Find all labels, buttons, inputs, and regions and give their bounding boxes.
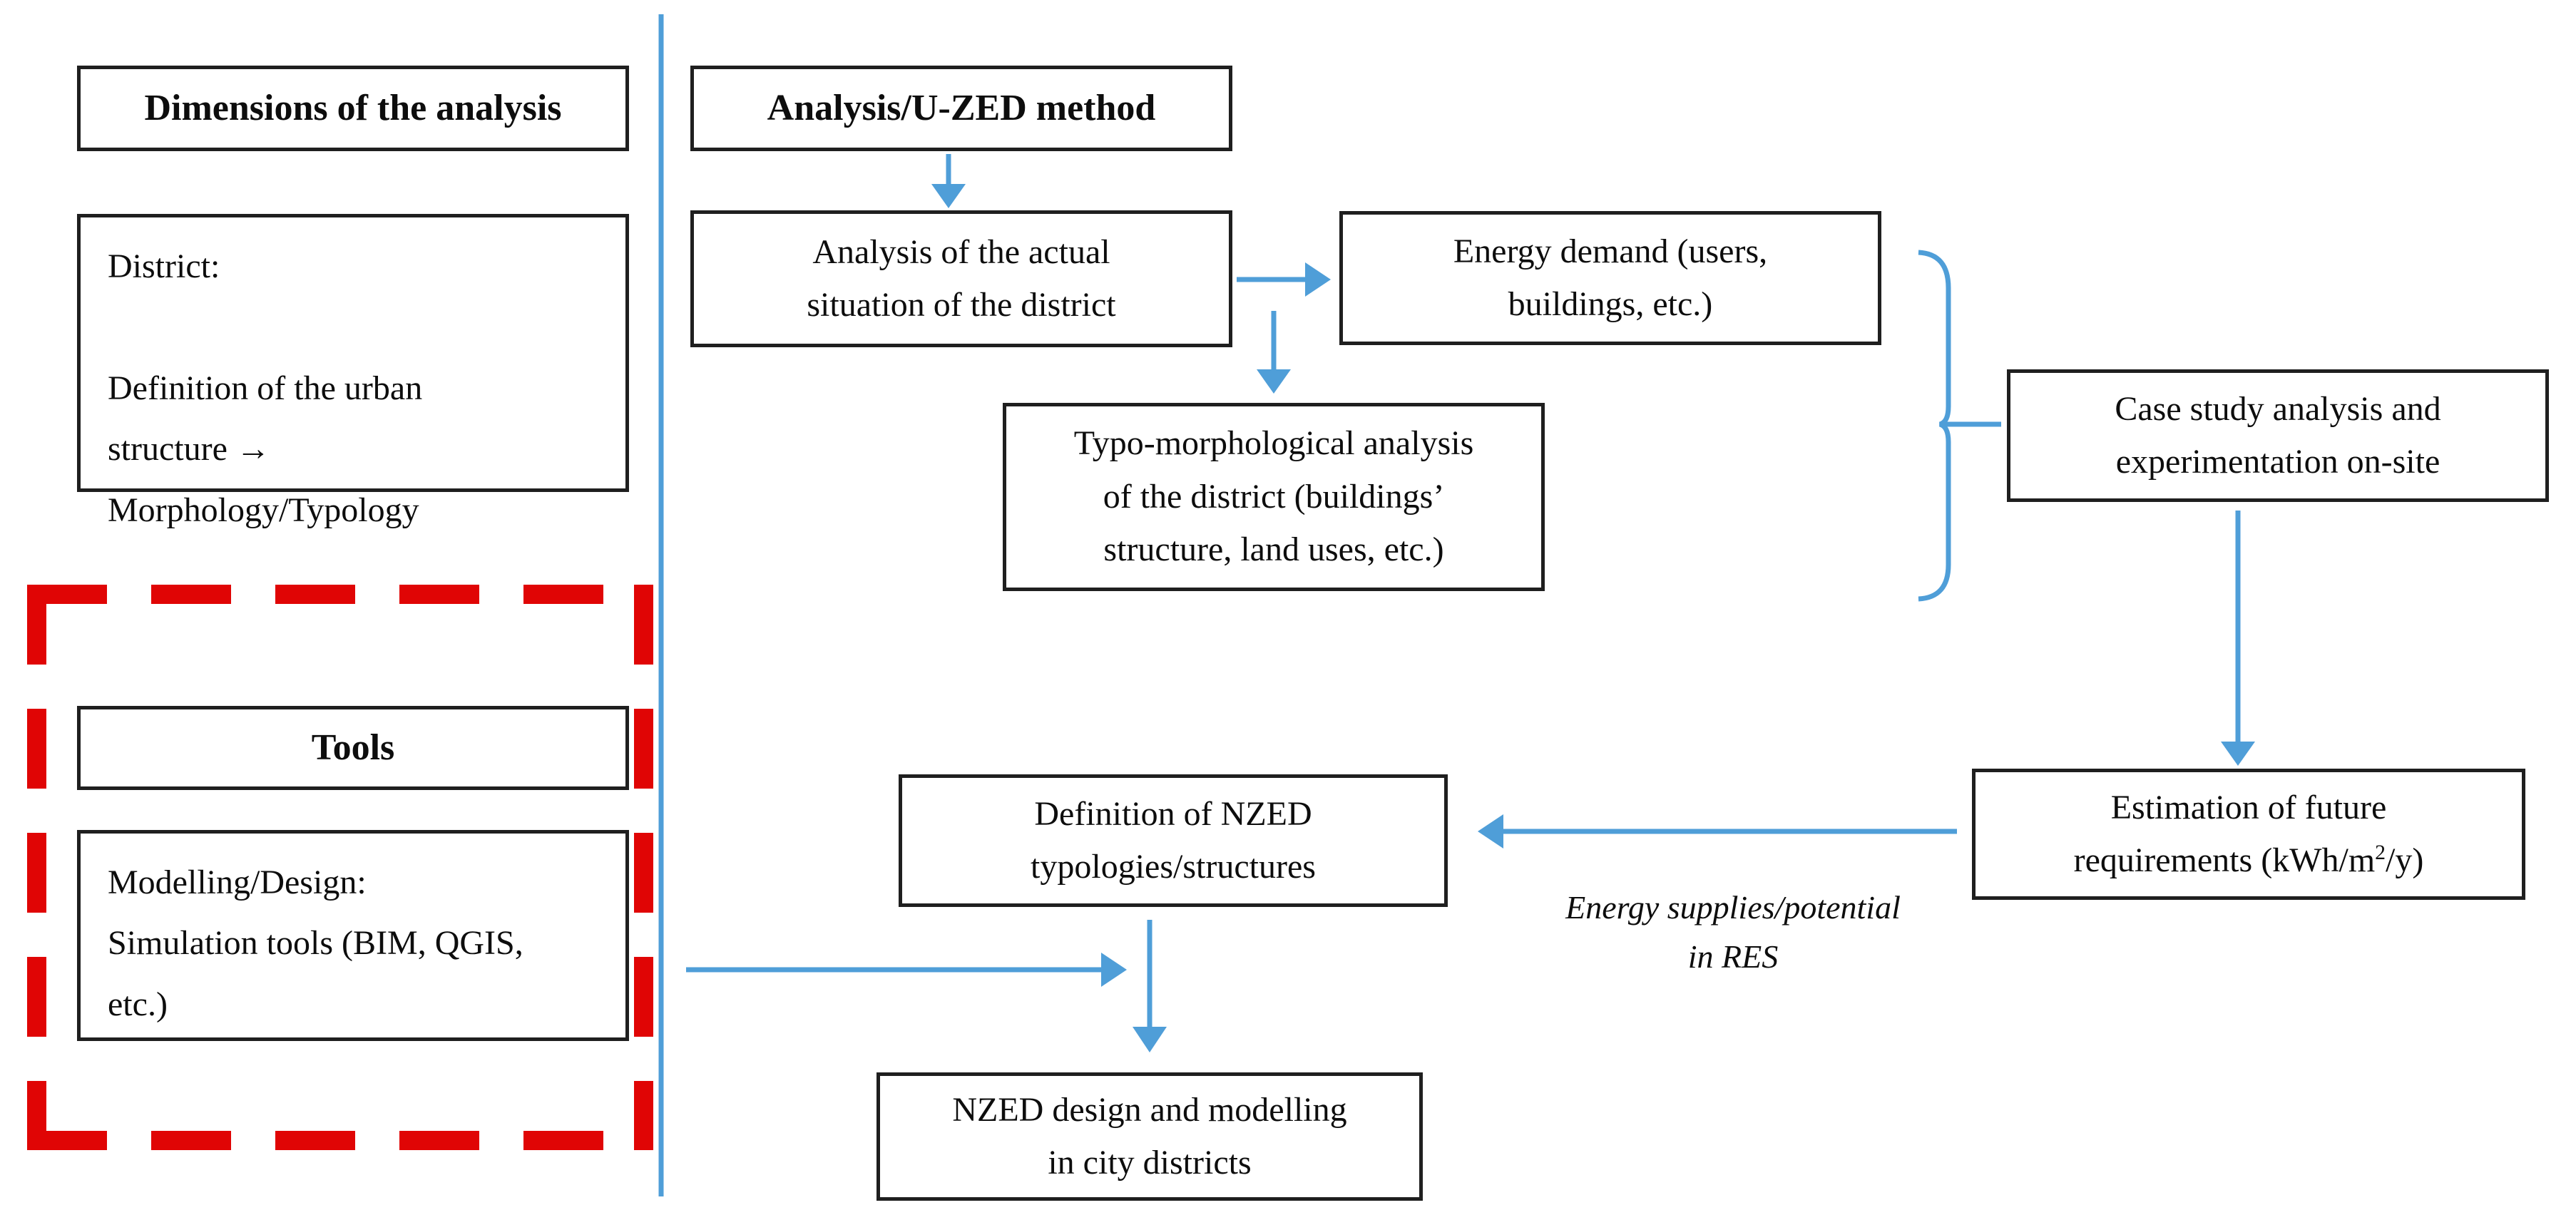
tools-frame-left — [27, 585, 46, 1150]
estimation-box: Estimation of future requirements (kWh/m… — [1972, 769, 2525, 900]
arrow-estimation-to-definition — [1478, 814, 1957, 849]
estimation-text: Estimation of future requirements (kWh/m… — [2073, 788, 2424, 879]
nzed-design-text: NZED design and modelling in city distri… — [952, 1090, 1347, 1181]
modelling-box: Modelling/Design: Simulation tools (BIM,… — [77, 830, 629, 1041]
grouping-brace — [1918, 250, 2001, 602]
arrow-analysis-to-energy — [1237, 262, 1331, 297]
definition-nzed-box: Definition of NZED typologies/structures — [899, 774, 1448, 907]
tools-header-box: Tools — [77, 706, 629, 790]
analysis-situation-text: Analysis of the actual situation of the … — [807, 232, 1116, 324]
tools-header-label: Tools — [311, 727, 395, 768]
analysis-situation-box: Analysis of the actual situation of the … — [690, 210, 1232, 347]
typo-morphological-text: Typo-morphological analysis of the distr… — [1073, 424, 1474, 569]
case-study-text: Case study analysis and experimentation … — [2115, 389, 2441, 481]
nzed-design-box: NZED design and modelling in city distri… — [876, 1072, 1423, 1201]
uzed-method-header-box: Analysis/U-ZED method — [690, 66, 1232, 151]
estimation-superscript: 2 — [2375, 841, 2386, 864]
definition-nzed-text: Definition of NZED typologies/structures — [1031, 794, 1316, 886]
tools-frame-right — [634, 585, 653, 1150]
arrow-definition-to-nzed — [1133, 920, 1167, 1052]
typo-morphological-box: Typo-morphological analysis of the distr… — [1003, 403, 1545, 591]
res-supplies-text: Energy supplies/potential in RES — [1565, 889, 1901, 975]
arrow-analysis-to-typo — [1257, 311, 1291, 394]
arrow-header-to-analysis — [931, 154, 966, 208]
tools-frame-bottom — [27, 1131, 653, 1150]
tools-frame-top — [27, 585, 653, 604]
district-box-text: District: Definition of the urban struct… — [108, 247, 423, 529]
energy-demand-box: Energy demand (users, buildings, etc.) — [1339, 211, 1881, 345]
case-study-box: Case study analysis and experimentation … — [2007, 369, 2549, 502]
modelling-box-text: Modelling/Design: Simulation tools (BIM,… — [108, 863, 523, 1023]
arrow-case-to-estimation — [2221, 511, 2255, 766]
district-box: District: Definition of the urban struct… — [77, 214, 629, 529]
dimensions-header-label: Dimensions of the analysis — [144, 87, 562, 128]
dimensions-header-box: Dimensions of the analysis — [77, 66, 629, 151]
uzed-method-header-label: Analysis/U-ZED method — [767, 87, 1156, 128]
res-supplies-label: Energy supplies/potential in RES — [1512, 883, 1954, 981]
energy-demand-text: Energy demand (users, buildings, etc.) — [1453, 232, 1768, 323]
arrow-tools-to-nzed — [686, 953, 1127, 987]
